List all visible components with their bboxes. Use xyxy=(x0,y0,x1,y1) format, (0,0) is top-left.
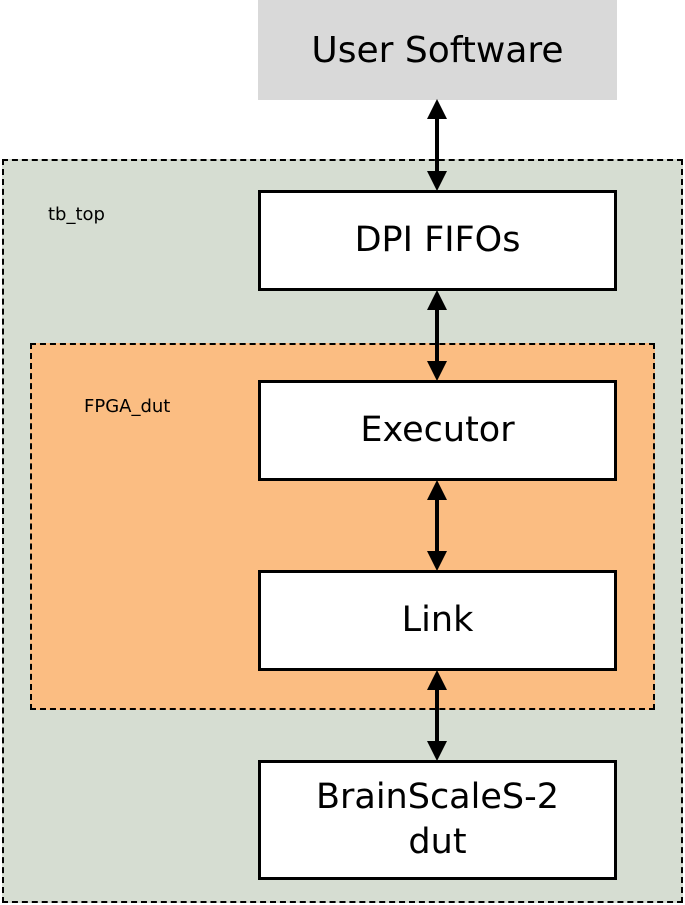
link-block: Link xyxy=(258,570,617,671)
executor-block: Executor xyxy=(258,380,617,481)
user-software-block: User Software xyxy=(258,0,617,100)
dpi-fifos-label: DPI FIFOs xyxy=(354,220,521,261)
dpi-fifos-block: DPI FIFOs xyxy=(258,190,617,291)
tb-top-label: tb_top xyxy=(48,204,105,225)
dut-label-line2: dut xyxy=(408,822,467,862)
user-software-label: User Software xyxy=(311,29,564,71)
link-label: Link xyxy=(401,600,474,641)
brainscales-dut-block: BrainScaleS-2 dut xyxy=(258,760,617,880)
fpga-dut-label: FPGA_dut xyxy=(84,396,171,417)
executor-label: Executor xyxy=(360,410,515,451)
dut-label-line1: BrainScaleS-2 xyxy=(315,777,560,818)
